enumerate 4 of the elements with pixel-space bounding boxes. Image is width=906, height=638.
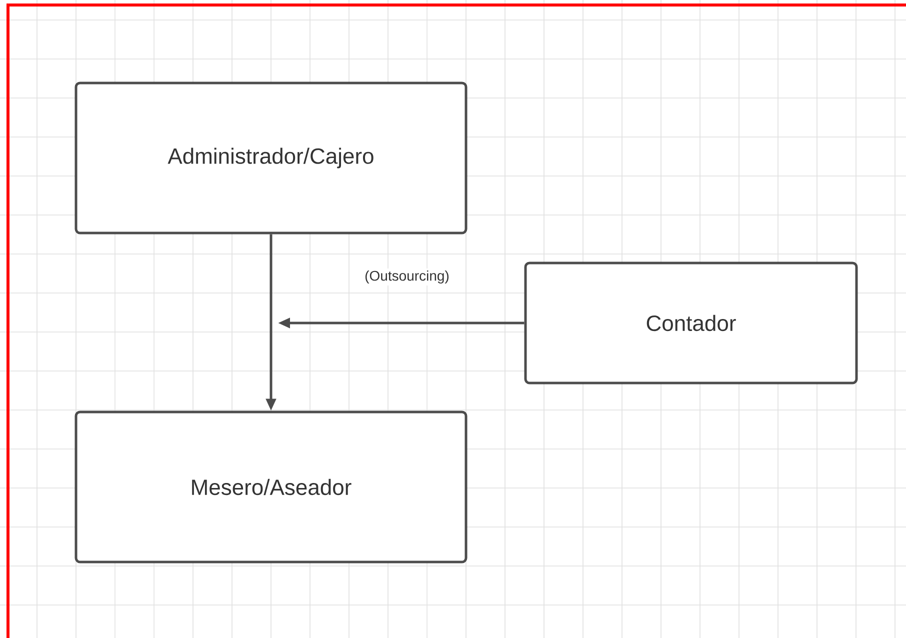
edge-label: (Outsourcing) bbox=[362, 268, 452, 286]
role-box: Administrador/Cajero bbox=[74, 82, 468, 234]
role-box: Contador bbox=[524, 262, 858, 384]
role-box: Mesero/Aseador bbox=[74, 410, 468, 564]
